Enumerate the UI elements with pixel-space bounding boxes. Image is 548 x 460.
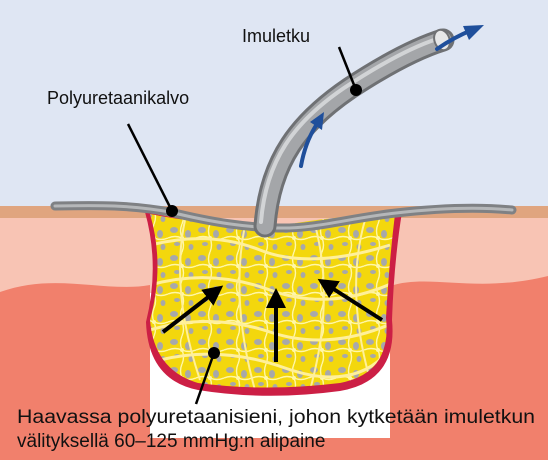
label-polyurethane-film: Polyuretaanikalvo — [47, 88, 189, 108]
label-suction-tube: Imuletku — [242, 26, 310, 46]
subcutis-right — [390, 276, 548, 460]
caption-line-2: välityksellä 60–125 mmHg:n alipaine — [17, 431, 325, 452]
callout-dot-sponge — [208, 347, 220, 359]
callout-dot-tube — [350, 84, 362, 96]
callout-dot-film — [166, 205, 178, 217]
caption-line-1: Haavassa polyuretaanisieni, johon kytket… — [17, 407, 535, 428]
